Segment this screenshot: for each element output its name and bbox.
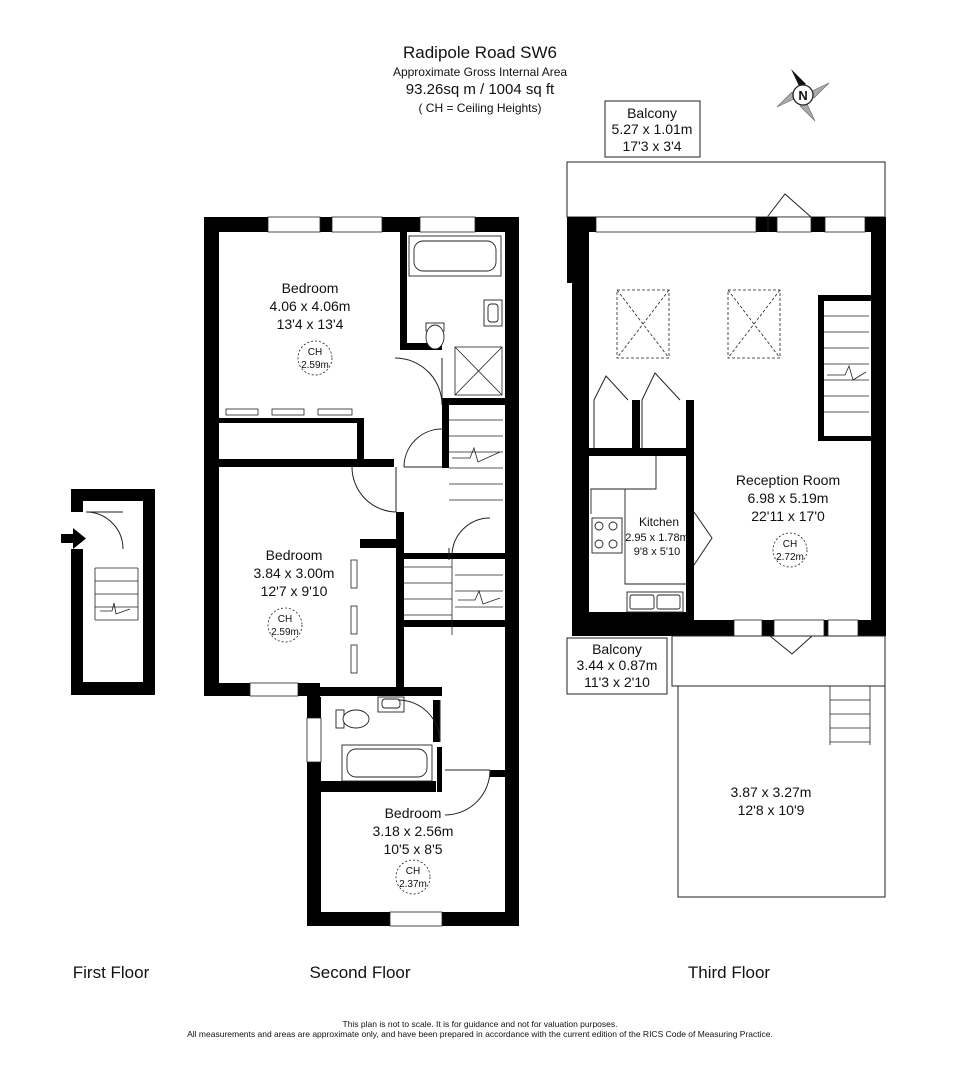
- room-metric: 6.98 x 5.19m: [748, 490, 829, 506]
- balcony-outline: [566, 161, 886, 218]
- toilet-icon: [425, 322, 445, 350]
- floor-label-second: Second Floor: [309, 963, 410, 982]
- wardrobe: [225, 408, 358, 674]
- room-metric: 5.27 x 1.01m: [612, 121, 693, 137]
- third-floor-plan: [566, 161, 886, 898]
- room-metric: 3.44 x 0.87m: [577, 657, 658, 673]
- ceiling-label: CH: [406, 866, 420, 877]
- ceiling-label: CH: [308, 347, 322, 358]
- compass-icon: N: [776, 69, 830, 122]
- balcony-lower-label: Balcony 3.44 x 0.87m 11'3 x 2'10: [566, 637, 668, 695]
- room-metric: 4.06 x 4.06m: [270, 298, 351, 314]
- room-imperial: 12'8 x 10'9: [738, 802, 805, 818]
- bathtub-icon: [341, 744, 433, 782]
- first-floor-plan: [61, 489, 155, 695]
- staircase: [829, 686, 871, 745]
- room-metric: 3.87 x 3.27m: [731, 784, 812, 800]
- compass-north-label: N: [798, 88, 807, 103]
- plan-title: Radipole Road SW6: [403, 43, 557, 62]
- staircase: [404, 419, 503, 635]
- room-name: Balcony: [627, 105, 677, 121]
- ceiling-height: 2.72m: [776, 552, 804, 563]
- room-name: Bedroom: [385, 805, 442, 821]
- shower-icon: [454, 346, 503, 396]
- header: Radipole Road SW6 Approximate Gross Inte…: [393, 43, 567, 115]
- plan-subtitle: Approximate Gross Internal Area: [393, 65, 567, 79]
- second-floor-plan: [204, 216, 519, 927]
- room-bedroom-3: Bedroom 3.18 x 2.56m 10'5 x 8'5 CH 2.37m: [373, 805, 454, 895]
- room-name: Bedroom: [266, 547, 323, 563]
- kitchen-counter: [590, 456, 686, 613]
- room-imperial: 10'5 x 8'5: [383, 841, 442, 857]
- terrace-outline: [677, 685, 886, 898]
- skylight: [616, 289, 781, 359]
- room-kitchen: Kitchen 2.95 x 1.78m 9'8 x 5'10: [625, 515, 689, 558]
- room-reception: Reception Room 6.98 x 5.19m 22'11 x 17'0…: [736, 472, 840, 568]
- room-bedroom-2: Bedroom 3.84 x 3.00m 12'7 x 9'10 CH 2.59…: [254, 547, 335, 643]
- room-metric: 3.18 x 2.56m: [373, 823, 454, 839]
- ceiling-height: 2.59m: [301, 360, 329, 371]
- balcony-top-label: Balcony 5.27 x 1.01m 17'3 x 3'4: [604, 100, 701, 158]
- room-imperial: 17'3 x 3'4: [622, 138, 681, 154]
- ceiling-height: 2.59m: [271, 627, 299, 638]
- floor-label-third: Third Floor: [688, 963, 771, 982]
- floor-label-first: First Floor: [73, 963, 150, 982]
- room-name: Reception Room: [736, 472, 840, 488]
- ceiling-height: 2.37m: [399, 879, 427, 890]
- room-terrace: 3.87 x 3.27m 12'8 x 10'9: [731, 784, 812, 818]
- disclaimer-line-1: This plan is not to scale. It is for gui…: [343, 1019, 618, 1029]
- entrance-arrow-icon: [61, 528, 86, 549]
- room-metric: 3.84 x 3.00m: [254, 565, 335, 581]
- room-name: Balcony: [592, 641, 642, 657]
- basin-icon: [483, 299, 503, 327]
- gross-area: 93.26sq m / 1004 sq ft: [406, 81, 555, 98]
- room-metric: 2.95 x 1.78m: [625, 532, 689, 544]
- room-imperial: 11'3 x 2'10: [584, 674, 650, 690]
- ceiling-label: CH: [278, 614, 292, 625]
- staircase: [94, 567, 139, 621]
- toilet-icon: [335, 709, 370, 729]
- staircase: [824, 315, 869, 413]
- room-imperial: 12'7 x 9'10: [261, 583, 328, 599]
- ceiling-label: CH: [783, 539, 797, 550]
- room-imperial: 22'11 x 17'0: [751, 508, 825, 524]
- ceiling-note: ( CH = Ceiling Heights): [418, 101, 541, 115]
- basin-icon: [377, 696, 405, 713]
- bathtub-icon: [408, 235, 502, 277]
- room-name: Kitchen: [639, 515, 679, 529]
- room-imperial: 13'4 x 13'4: [277, 316, 344, 332]
- room-name: Bedroom: [282, 280, 339, 296]
- room-imperial: 9'8 x 5'10: [634, 546, 680, 558]
- disclaimer-line-2: All measurements and areas are approxima…: [187, 1029, 773, 1039]
- room-bedroom-1: Bedroom 4.06 x 4.06m 13'4 x 13'4 CH 2.59…: [270, 280, 351, 376]
